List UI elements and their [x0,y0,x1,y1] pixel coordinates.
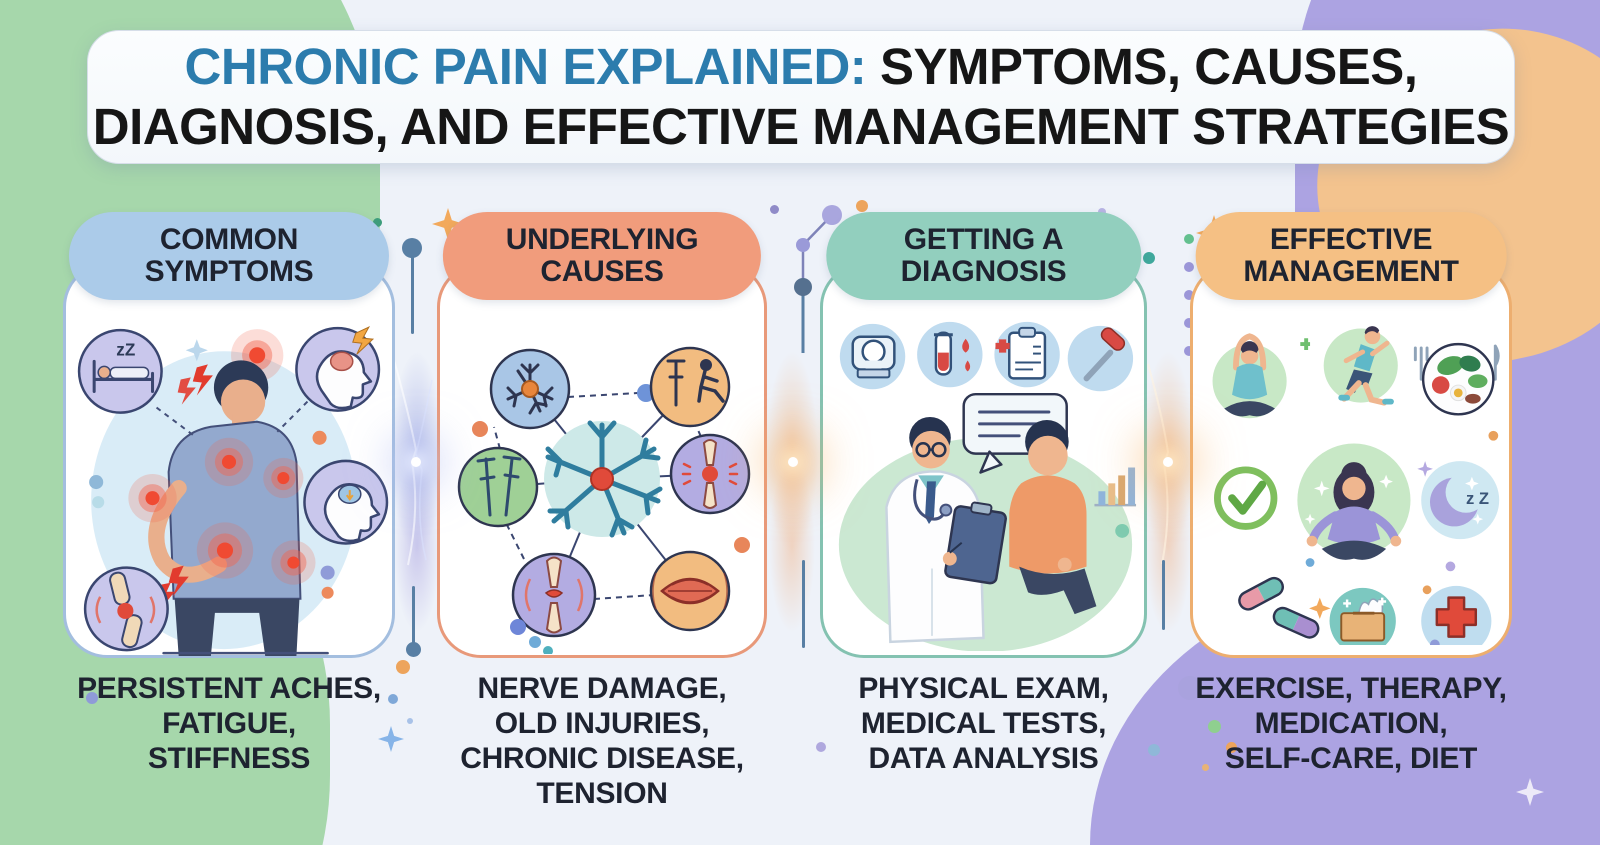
medical-report-icon [994,321,1060,388]
title-line1-rest: SYMPTOMS, CAUSES, [866,37,1418,95]
card-caption-effective-management: EXERCISE, THERAPY, MEDICATION, SELF-CARE… [1195,672,1507,776]
neuron-icon [489,348,571,430]
inflamed-joint-icon [669,433,751,515]
molecule-chain-decor [794,205,842,353]
decor-dot [816,742,826,752]
decor-dot [407,718,413,724]
pills-icon [1238,576,1320,639]
decor-dot [1202,764,1209,771]
decor-dot [770,205,779,214]
brain-fog-icon [303,459,389,545]
plus-icon [1300,338,1311,350]
running-icon [1323,326,1398,406]
crutches-icon [457,446,539,528]
card-header-effective-management: EFFECTIVE MANAGEMENT [1195,212,1507,301]
card-common-symptoms: COMMON SYMPTOMS [63,212,395,775]
decor-dot [1184,318,1194,328]
sparkle-icon [875,404,908,437]
decor-dot [396,660,410,674]
diagnosis-illustration [838,321,1137,651]
doctor-figure [885,416,1007,644]
card-underlying-causes: UNDERLYING CAUSES [437,212,767,810]
decor-dot [1208,720,1221,733]
title-highlight: CHRONIC PAIN EXPLAINED: [184,37,867,95]
card-caption-getting-a-diagnosis: PHYSICAL EXAM, MEDICAL TESTS, DATA ANALY… [858,672,1109,776]
bar-chart-icon [1094,467,1137,507]
card-effective-management: EFFECTIVE MANAGEMENT [1190,212,1512,775]
medical-cross-icon [1421,585,1492,646]
svg-text:z Z: z Z [1466,489,1489,508]
sparkle-icon [185,339,208,362]
healthy-meal-icon [1413,342,1500,416]
sleep-moon-icon: z Z [1421,461,1500,540]
decor-dot [1178,676,1202,700]
pain-point-markers [128,437,316,585]
muscle-tension-icon [649,550,731,632]
decor-dot [86,692,98,704]
title-line-2: DIAGNOSIS, AND EFFECTIVE MANAGEMENT STRA… [92,98,1510,155]
reflex-hammer-icon [1067,325,1134,392]
pin-line-bottom-3 [1162,560,1165,630]
blood-test-icon [917,321,983,388]
pin-line-bottom-2 [802,560,805,648]
pin-line-top-1 [411,252,414,334]
injury-fall-icon [649,346,731,428]
causes-illustration [457,346,751,654]
checkmark-icon [1214,466,1278,530]
sparkle-icon [1417,461,1433,477]
knee-stiffness-icon [83,566,169,652]
joint-icon [511,552,597,638]
decor-dot [1184,346,1194,356]
symptoms-illustration: zZ [77,326,389,657]
person-back-view [148,360,329,657]
energy-core-1 [411,457,421,467]
headache-icon [295,326,381,412]
decor-dot [856,200,868,212]
decor-dot [1143,252,1155,264]
title-line-1: CHRONIC PAIN EXPLAINED: SYMPTOMS, CAUSES… [88,37,1514,97]
yoga-icon [1212,333,1287,419]
decor-dot [1148,744,1160,756]
pin-line-bottom-1 [412,586,415,644]
energy-core-2 [788,457,798,467]
svg-text:zZ: zZ [116,340,135,359]
decor-dot [1226,742,1237,753]
card-caption-common-symptoms: PERSISTENT ACHES, FATIGUE, STIFFNESS [77,672,381,776]
decor-dot [1184,290,1194,300]
decor-dot [373,218,382,227]
sleep-fatigue-icon: zZ [77,328,163,414]
card-header-getting-a-diagnosis: GETTING A DIAGNOSIS [825,212,1142,301]
management-illustration: z Z [1212,326,1500,646]
card-caption-underlying-causes: NERVE DAMAGE, OLD INJURIES, CHRONIC DISE… [460,672,744,811]
energy-core-3 [1163,457,1173,467]
card-getting-a-diagnosis: GETTING A DIAGNOSIS [820,212,1147,775]
central-neuron-icon [544,420,663,538]
decor-dot [388,694,398,704]
pin-dot-top-1 [402,238,422,258]
meditation-icon [1297,443,1411,560]
sparkle-icon [1309,597,1331,620]
clipboard-icon [944,501,1007,585]
card-header-common-symptoms: COMMON SYMPTOMS [68,212,390,301]
tissue-box-icon [1329,587,1396,646]
patient-figure [1009,419,1097,615]
title-banner: CHRONIC PAIN EXPLAINED: SYMPTOMS, CAUSES… [87,30,1515,164]
card-header-underlying-causes: UNDERLYING CAUSES [442,212,762,301]
mri-scanner-icon [839,323,906,390]
decor-dot [1184,262,1194,272]
decor-dot [1184,234,1194,244]
pin-dot-bottom-1 [406,642,421,657]
